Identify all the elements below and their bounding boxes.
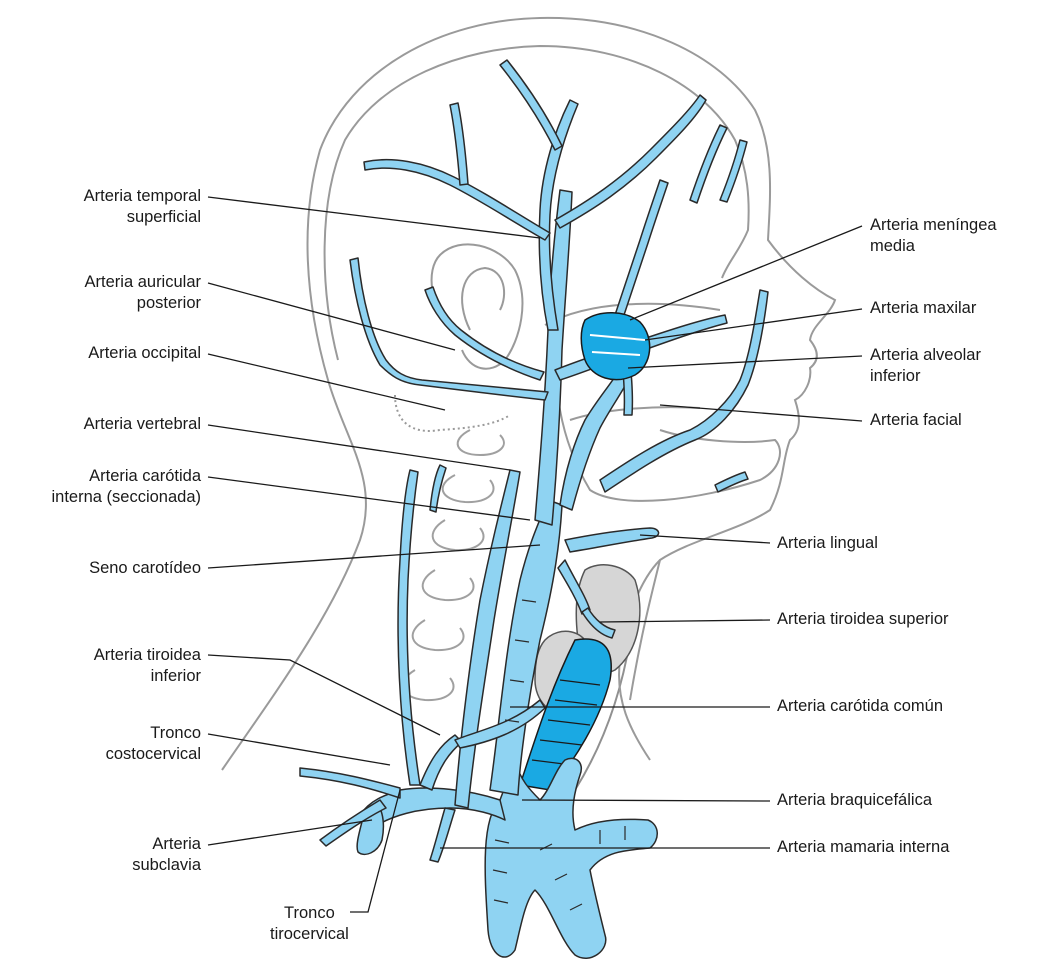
artery-network (300, 60, 768, 958)
skull-outline (325, 46, 749, 360)
thyrocervical-trunk-artery (420, 735, 462, 790)
costocervical-trunk-artery (300, 768, 400, 798)
label-facial: Arteria facial (870, 410, 962, 431)
label-braquicefalica: Arteria braquicefálica (777, 790, 932, 811)
leader-facial (660, 405, 862, 421)
label-tiroidea-superior: Arteria tiroidea superior (777, 609, 949, 630)
middle-meningeal-artery (610, 180, 668, 333)
label-maxilar: Arteria maxilar (870, 298, 976, 319)
leader-meningea-media (630, 226, 862, 320)
leader-auricular-posterior (208, 283, 455, 350)
label-occipital: Arteria occipital (88, 343, 201, 364)
label-carotida-comun: Arteria carótida común (777, 696, 943, 717)
label-seno-carotideo: Seno carotídeo (89, 558, 201, 579)
internal-mammary-artery (430, 808, 455, 862)
leader-subclavia (208, 820, 372, 845)
lingual-artery (565, 528, 659, 552)
leader-carotida-interna (208, 477, 530, 520)
label-lingual: Arteria lingual (777, 533, 878, 554)
leader-lingual (640, 535, 770, 543)
maxillary-plexus (581, 313, 649, 380)
posterior-auricular-artery (425, 287, 544, 380)
label-vertebral: Arteria vertebral (84, 414, 201, 435)
label-mamaria-interna: Arteria mamaria interna (777, 837, 949, 858)
